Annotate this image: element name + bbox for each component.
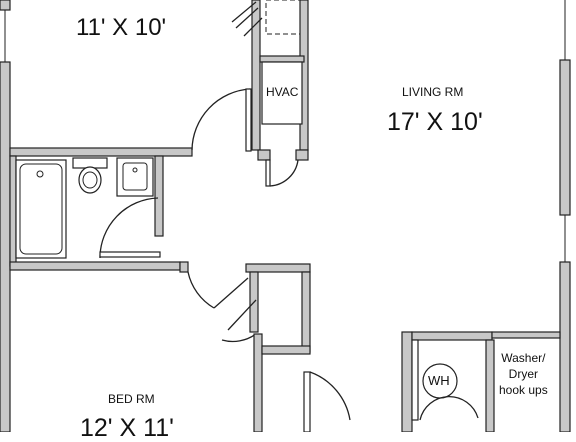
top-closet [231, 0, 301, 37]
washer-line-1: Washer/ [501, 351, 546, 365]
top-room-dimensions: 11' X 10' [76, 14, 167, 41]
washer-line-2: Dryer [508, 367, 539, 381]
right-exterior-wall [559, 0, 571, 432]
bathroom [9, 155, 181, 271]
bath-top-wall [9, 147, 193, 157]
bedroom-wall [179, 261, 311, 432]
living-room-label: LIVING RM [402, 85, 464, 99]
left-exterior-wall [0, 0, 11, 432]
washer-dryer-label: Washer/ Dryer hook ups [499, 350, 548, 398]
top-bedroom-door [191, 88, 252, 152]
laundry-closet [401, 331, 561, 432]
living-room-dimensions: 17' X 10' [387, 108, 483, 136]
floor-plan: .w { fill: #c8c8c8; stroke: #222; stroke… [0, 0, 571, 432]
bottom-closet-door [303, 371, 351, 432]
hvac-label: HVAC [266, 85, 299, 99]
bedroom-dimensions: 12' X 11' [80, 414, 174, 442]
water-heater-label: WH [428, 373, 450, 388]
bedroom-label: BED RM [108, 392, 155, 406]
hvac-closet [251, 0, 309, 187]
washer-line-3: hook ups [499, 383, 548, 397]
